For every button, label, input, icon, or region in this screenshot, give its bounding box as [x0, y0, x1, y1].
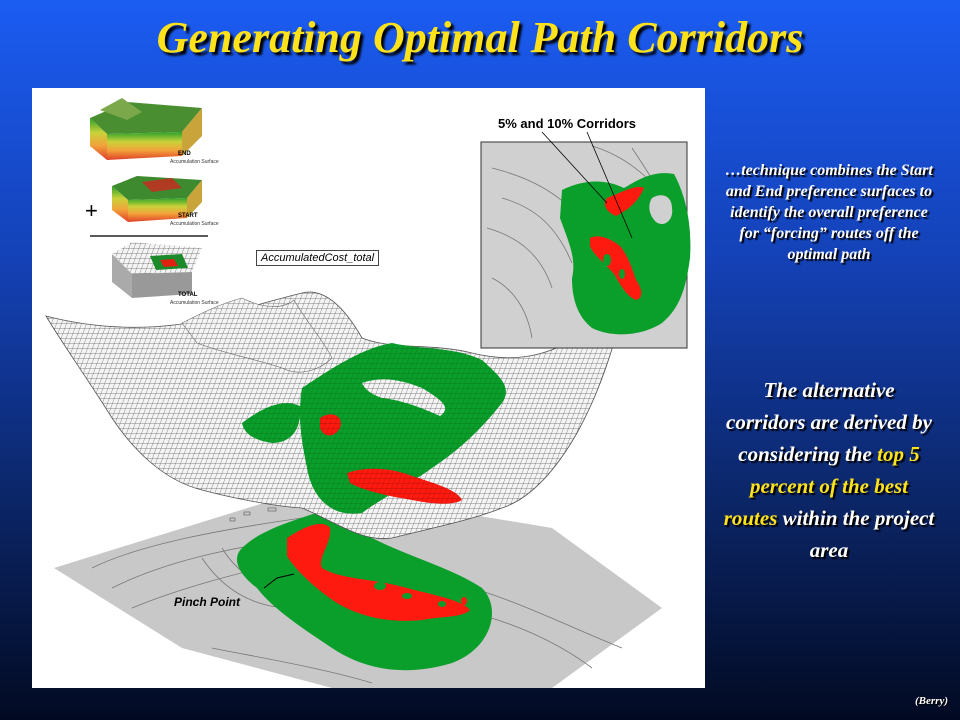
pinch-point-leader [263, 573, 295, 589]
plus-sign: + [85, 198, 98, 223]
thumb-end-sub: Accumulation Surface [170, 159, 219, 165]
slide-title: Generating Optimal Path Corridors [156, 13, 804, 62]
corridor-figure: END Accumulation Surface START Accumulat… [32, 88, 705, 688]
author-credit: (Berry) [915, 695, 948, 707]
surface-corridor-10pct [242, 343, 506, 514]
corridor-explanation: The alternative corridors are derived by… [722, 374, 936, 566]
thumbnail-end [90, 98, 202, 160]
thumb-start-label: START [178, 213, 198, 219]
base-map-corridor-5pct [287, 523, 470, 621]
thumbnail-total [112, 242, 202, 298]
thumb-start-sub: Accumulation Surface [170, 221, 219, 227]
inset-corridor-map [480, 131, 691, 349]
thumb-total-sub: Accumulation Surface [170, 300, 219, 306]
explanation-end: within the project area [782, 506, 935, 562]
explanation-intro: The alternative corridors are derived by… [726, 378, 932, 466]
technique-description: …technique combines the Start and End pr… [725, 162, 933, 263]
inset-title: 5% and 10% Corridors [498, 116, 636, 131]
thumb-end-label: END [178, 151, 191, 157]
accumulated-cost-label: AccumulatedCost_total [256, 250, 380, 266]
explanation-highlight: top 5 percent of the best routes [723, 442, 920, 530]
surface-corridor-5pct [320, 414, 462, 504]
terrain-illustration [45, 98, 691, 688]
thumb-total-label: TOTAL [178, 292, 198, 298]
pinch-point-label: Pinch Point [174, 595, 240, 609]
thumbnail-start [112, 176, 202, 222]
